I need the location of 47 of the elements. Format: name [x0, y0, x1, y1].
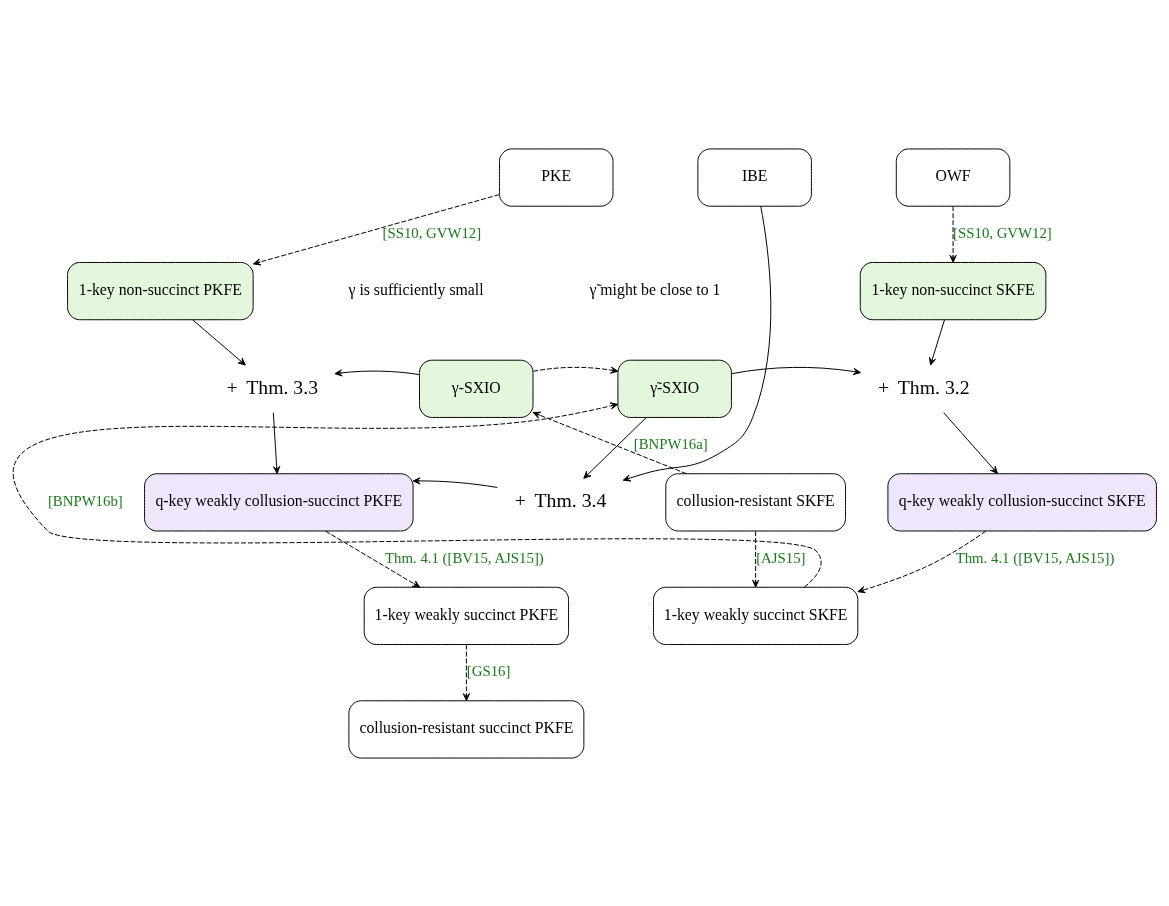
node-text: + [514, 488, 526, 511]
arrow [325, 530, 421, 588]
node-box: PKE [498, 147, 614, 207]
node-box: γ-SXIO [419, 359, 534, 418]
edge-label: Thm. 4.1 ([BV15, AJS15]) [385, 549, 544, 566]
node-text: + [226, 375, 238, 398]
arrow [192, 318, 246, 366]
arrow [949, 205, 957, 263]
arrow [532, 411, 687, 474]
arrow [752, 530, 760, 587]
arrow [583, 416, 647, 479]
node-box: q-key weakly collusion-succinct PKFE [144, 472, 414, 531]
edge-label: Thm. 4.1 ([BV15, AJS15]) [955, 549, 1115, 566]
node-box: collusion-resistant SKFE [665, 472, 846, 531]
arrow [943, 411, 998, 474]
arrow [252, 193, 500, 265]
node-box: 1-key non-succinct PKFE [67, 261, 254, 320]
node-box: q-key weakly collusion-succinct SKFE [887, 472, 1157, 531]
arrow [334, 368, 420, 376]
edge-label: [BNPW16a] [633, 435, 708, 452]
node-text: + [878, 375, 890, 398]
node-label: Thm. 3.3 [246, 375, 319, 398]
node-box: 1-key weakly succinct SKFE [652, 586, 859, 645]
arrow [857, 530, 987, 593]
edge-label: [GS16] [466, 662, 511, 679]
node-box: 1-key non-succinct SKFE [859, 261, 1047, 320]
arrow [731, 366, 861, 375]
edge-label: [SS10, GVW12] [382, 224, 482, 241]
edge-label: [SS10, GVW12] [953, 224, 1052, 241]
node-box: 1-key weakly succinct PKFE [363, 586, 570, 645]
arrow [929, 318, 945, 366]
node-label: Thm. 3.4 [534, 488, 607, 511]
edge-label: [BNPW16b] [47, 492, 123, 509]
node-box: γ̃-SXIO [617, 359, 732, 418]
arrow [532, 366, 619, 374]
arrow [462, 643, 470, 701]
node-label: Thm. 3.2 [897, 375, 970, 398]
arrow [13, 401, 822, 588]
label: γ̃ might be close to 1 [589, 280, 721, 298]
arrow [272, 411, 281, 474]
node-box: OWF [895, 147, 1011, 207]
label: γ is sufficiently small [348, 280, 484, 298]
arrow [412, 476, 498, 488]
arrow [622, 205, 772, 482]
node-box: IBE [697, 147, 812, 207]
node-box: collusion-resistant succinct PKFE [348, 699, 585, 759]
edge-label: [AJS15] [756, 549, 806, 566]
